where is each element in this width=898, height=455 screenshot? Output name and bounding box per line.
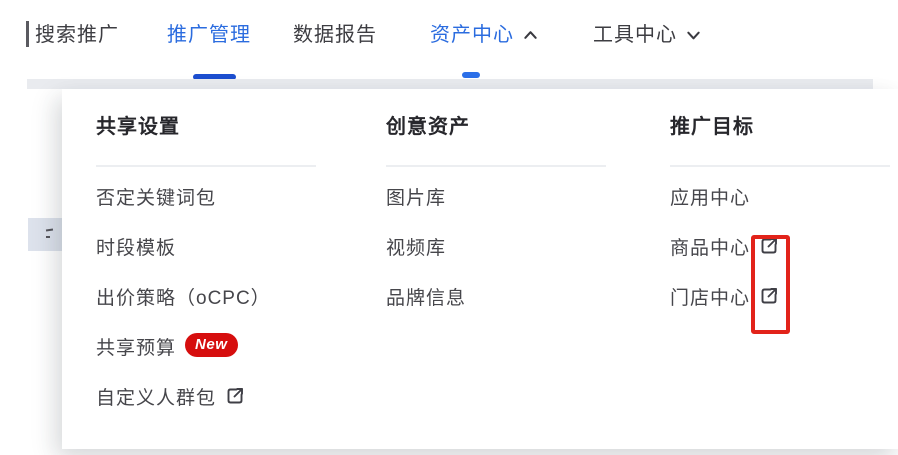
menu-item-label: 视频库 (386, 237, 447, 259)
nav-tab-promotion-management[interactable]: 推广管理 (167, 21, 251, 49)
menu-item[interactable]: 品牌信息 (386, 271, 616, 321)
red-highlight-box (751, 235, 790, 334)
external-link-icon (759, 286, 779, 306)
menu-column-title: 推广目标 (670, 116, 754, 138)
external-link-icon (225, 386, 245, 406)
menu-item[interactable]: 商品中心 (670, 221, 898, 271)
background-text-fragment (45, 227, 54, 241)
nav-tab-asset-center[interactable]: 资产中心 (430, 21, 538, 49)
asset-center-dropdown: 共享设置 否定关键词包时段模板出价策略（oCPC） 共享预算 New 自定义人群包 创… (62, 89, 898, 449)
nav-tab-label: 资产中心 (430, 24, 514, 46)
external-link-icon (759, 236, 779, 256)
menu-item[interactable]: 应用中心 (670, 171, 898, 221)
menu-item-label: 品牌信息 (386, 287, 467, 309)
active-tab-indicator (193, 74, 236, 80)
new-badge: New (185, 333, 239, 357)
menu-item[interactable]: 共享预算 New (96, 321, 326, 371)
menu-item-label: 自定义人群包 (96, 387, 217, 409)
nav-divider-bar (26, 21, 29, 47)
open-menu-indicator (462, 72, 480, 78)
menu-item-label: 出价策略（oCPC） (96, 287, 271, 309)
menu-column-promotion-targets: 推广目标 应用中心商品中心门店中心 (670, 89, 898, 321)
nav-tab-data-report[interactable]: 数据报告 (293, 21, 377, 49)
column-divider (386, 165, 606, 167)
page-toolbar-band (27, 79, 873, 89)
nav-tab-label: 数据报告 (293, 24, 377, 46)
chevron-down-icon (686, 28, 701, 43)
menu-item[interactable]: 视频库 (386, 221, 616, 271)
menu-item-label: 否定关键词包 (96, 187, 217, 209)
chevron-up-icon (523, 28, 538, 43)
nav-tab-search-promotion[interactable]: 搜索推广 (35, 21, 119, 49)
menu-item-list: 图片库视频库品牌信息 (386, 171, 616, 321)
nav-tab-label: 推广管理 (167, 24, 251, 46)
menu-item-label: 共享预算 (96, 337, 177, 359)
menu-item[interactable]: 自定义人群包 (96, 371, 326, 421)
menu-item[interactable]: 图片库 (386, 171, 616, 221)
menu-column-title: 共享设置 (96, 116, 180, 138)
nav-tab-label: 工具中心 (593, 24, 677, 46)
menu-item-list: 否定关键词包时段模板出价策略（oCPC） 共享预算 New 自定义人群包 (96, 171, 326, 421)
menu-item[interactable]: 时段模板 (96, 221, 326, 271)
menu-item-label: 门店中心 (670, 287, 751, 309)
nav-tab-label: 搜索推广 (35, 24, 119, 46)
menu-item[interactable]: 出价策略（oCPC） (96, 271, 326, 321)
menu-item[interactable]: 门店中心 (670, 271, 898, 321)
column-divider (670, 165, 890, 167)
menu-item-list: 应用中心商品中心门店中心 (670, 171, 898, 321)
menu-item-label: 图片库 (386, 187, 447, 209)
menu-column-share-settings: 共享设置 否定关键词包时段模板出价策略（oCPC） 共享预算 New 自定义人群包 (96, 89, 326, 421)
background-selected-item (28, 218, 62, 251)
menu-column-creative-assets: 创意资产 图片库视频库品牌信息 (386, 89, 616, 321)
menu-column-title: 创意资产 (386, 116, 470, 138)
column-divider (96, 165, 316, 167)
menu-item-label: 时段模板 (96, 237, 177, 259)
menu-item-label: 应用中心 (670, 187, 751, 209)
nav-tab-tool-center[interactable]: 工具中心 (593, 21, 701, 49)
top-navbar: 搜索推广 推广管理 数据报告 资产中心 工具中心 (0, 0, 898, 80)
menu-item-label: 商品中心 (670, 237, 751, 259)
menu-item[interactable]: 否定关键词包 (96, 171, 326, 221)
